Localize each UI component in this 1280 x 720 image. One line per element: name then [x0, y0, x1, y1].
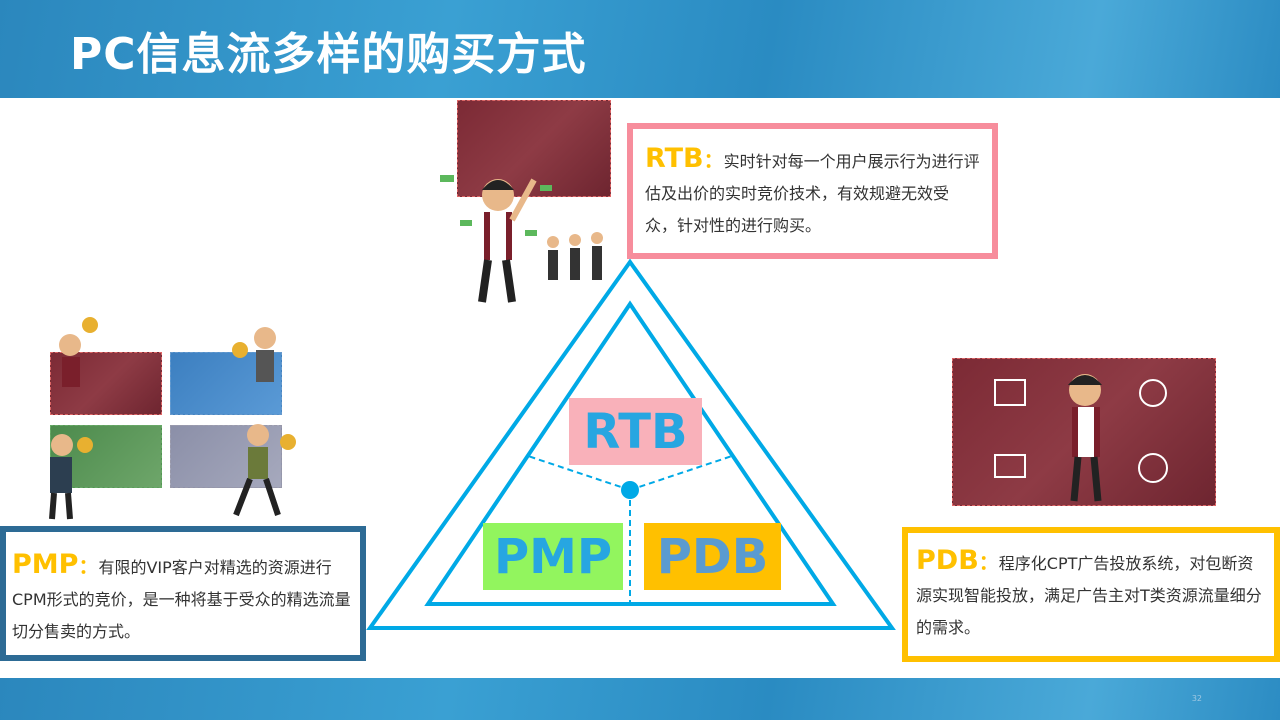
rtb-text: 实时针对每一个用户展示行为进行评估及出价的实时竞价技术，有效规避无效受众，针对性…	[645, 152, 980, 235]
rtb-label: RTB	[569, 398, 702, 465]
divider-lines	[527, 455, 733, 603]
inner-triangle	[424, 300, 837, 606]
pdb-key: PDB	[916, 545, 979, 576]
pdb-description-box: PDB：程序化CPT广告投放系统，对包断资源实现智能投放，满足广告主对T类资源流…	[902, 527, 1280, 662]
center-dot	[621, 481, 639, 499]
pmp-text: 有限的VIP客户对精选的资源进行CPM形式的竞价，是一种将基于受众的精选流量切分…	[12, 558, 351, 641]
pmp-label: PMP	[483, 523, 623, 590]
rtb-description-box: RTB：实时针对每一个用户展示行为进行评估及出价的实时竞价技术，有效规避无效受众…	[627, 123, 998, 259]
rtb-key: RTB	[645, 143, 704, 174]
pmp-key: PMP	[12, 549, 79, 580]
pdb-label: PDB	[644, 523, 781, 590]
pmp-colon: ：	[78, 554, 99, 578]
pdb-text: 程序化CPT广告投放系统，对包断资源实现智能投放，满足广告主对T类资源流量细分的…	[916, 554, 1262, 637]
page-title: PC信息流多样的购买方式	[70, 29, 587, 80]
page-number: 32	[1191, 694, 1202, 703]
pdb-people-icons-illustration	[994, 374, 1168, 502]
outer-triangle	[366, 258, 896, 630]
pdb-colon: ：	[978, 550, 999, 574]
footer-band: 32	[0, 678, 1280, 720]
pmp-description-box: PMP：有限的VIP客户对精选的资源进行CPM形式的竞价，是一种将基于受众的精选…	[0, 526, 366, 661]
rtb-colon: ：	[703, 148, 724, 172]
rtb-people-illustration	[440, 175, 603, 303]
pmp-vip-people-illustration	[49, 317, 296, 520]
header-band: PC信息流多样的购买方式	[0, 0, 1280, 98]
